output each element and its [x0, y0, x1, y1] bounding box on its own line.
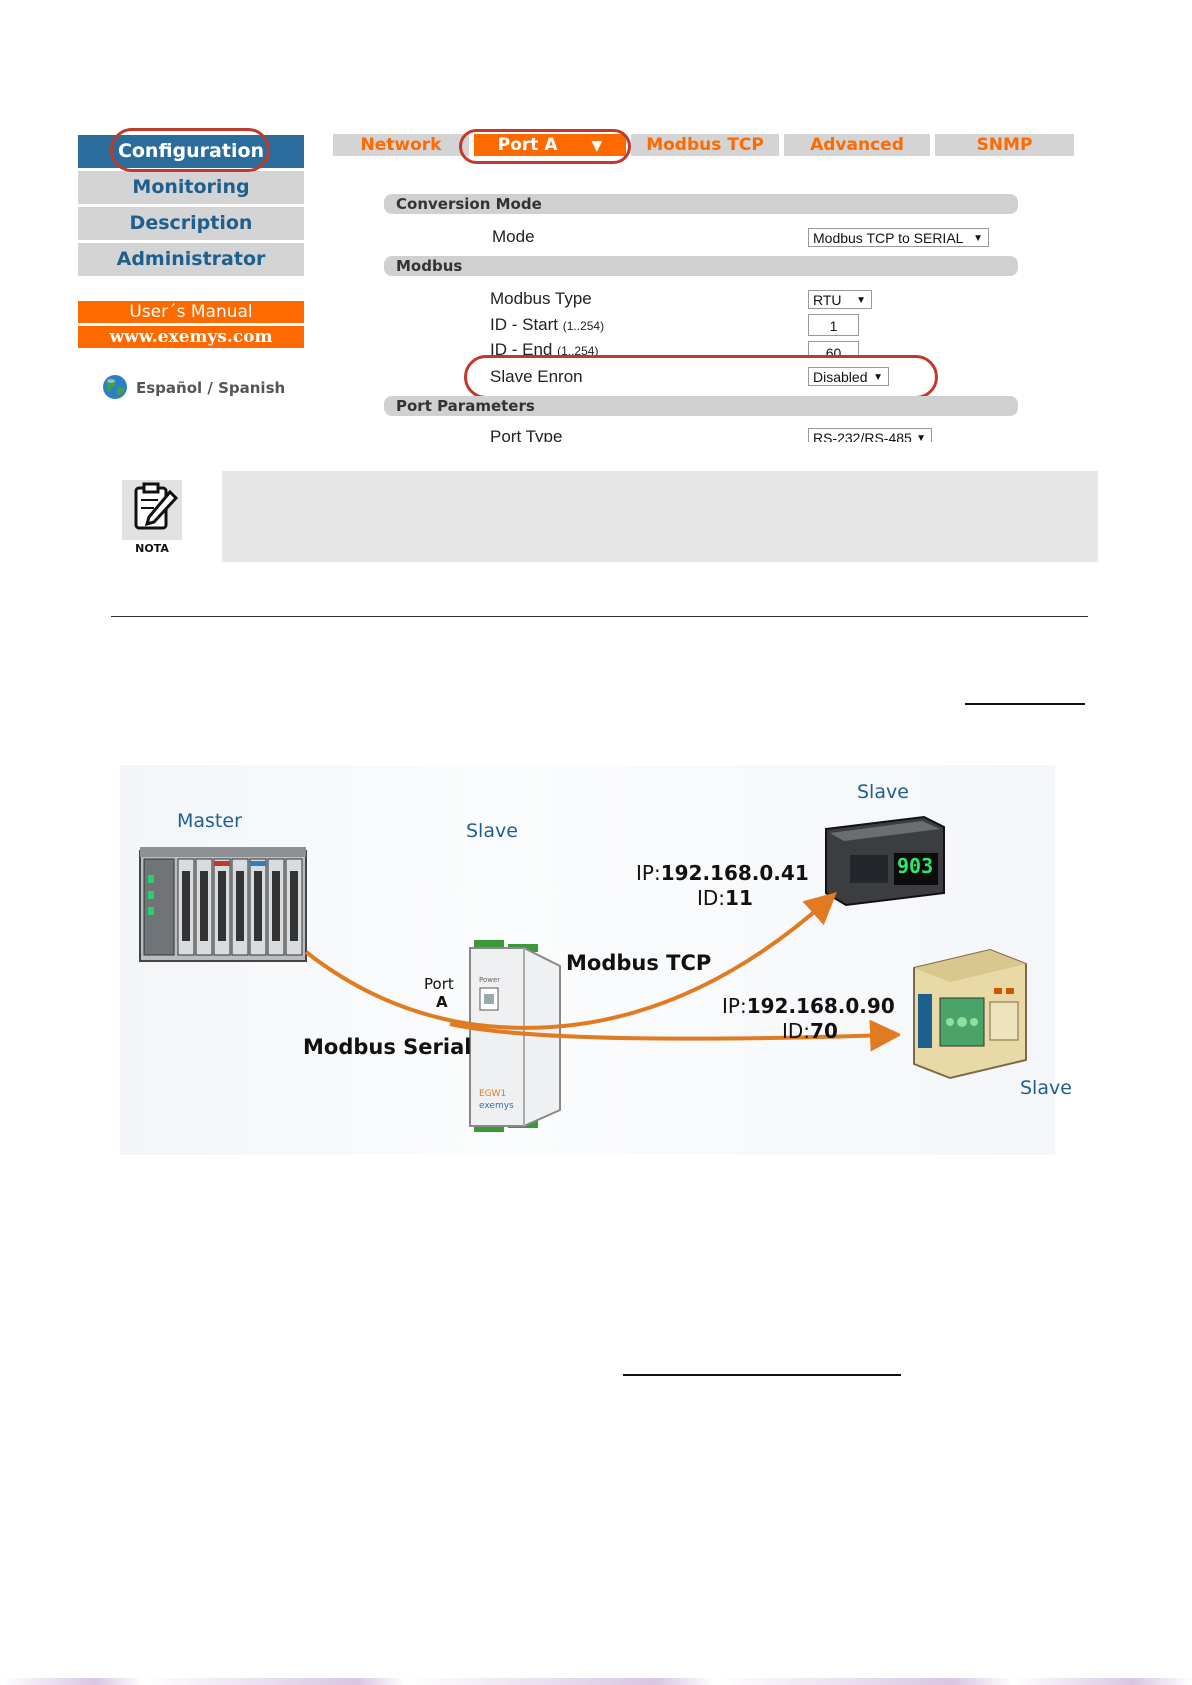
configuration-highlight [110, 128, 270, 172]
dropdown-arrow-icon: ▼ [916, 433, 926, 442]
users-manual-link[interactable]: User´s Manual [78, 301, 304, 323]
id-start-text: ID - Start [490, 315, 559, 334]
section-divider [111, 616, 1088, 617]
tab-snmp[interactable]: SNMP [935, 134, 1074, 156]
id-prefix: ID: [697, 886, 726, 910]
ip-prefix: IP: [722, 994, 747, 1018]
underline-mark-bottom [623, 1374, 901, 1376]
slave1-id: ID:11 [697, 886, 753, 910]
port-type-select[interactable]: RS-232/RS-485 ▼ [808, 428, 932, 442]
underline-mark [965, 703, 1085, 705]
mode-select[interactable]: Modbus TCP to SERIAL ▼ [808, 228, 989, 247]
slave-center-label: Slave [466, 820, 518, 842]
id-end-text: ID - End [490, 340, 553, 358]
port-label: Port [424, 975, 454, 993]
port-type-row-clip: Port Type RS-232/RS-485 ▼ [480, 427, 940, 442]
section-port-parameters: Port Parameters [384, 396, 1018, 416]
slave1-ip-value: 192.168.0.41 [660, 861, 809, 885]
section-modbus: Modbus [384, 256, 1018, 276]
plc-rack-icon [138, 845, 308, 965]
slave2-ip-value: 192.168.0.90 [746, 994, 895, 1018]
slave2-id-value: 70 [810, 1019, 838, 1043]
slave1-id-value: 11 [725, 886, 753, 910]
slave-enron-value: Disabled [813, 369, 868, 385]
tab-port-a-label: Port A [497, 135, 558, 155]
id-prefix: ID: [782, 1019, 811, 1043]
display-reading: 903 [897, 854, 934, 878]
id-start-input[interactable]: 1 [808, 314, 859, 336]
page-bottom-edge [0, 1678, 1192, 1685]
id-start-range: (1..254) [562, 319, 605, 333]
gateway-device-icon [464, 940, 564, 1135]
slave-enron-highlight [464, 355, 938, 399]
modbus-tcp-label: Modbus TCP [566, 951, 712, 975]
slave-top-label: Slave [857, 781, 909, 803]
menu-description[interactable]: Description [78, 207, 304, 240]
slave2-ip: IP:192.168.0.90 [722, 994, 895, 1018]
language-link[interactable]: Español / Spanish [136, 379, 286, 397]
tab-network[interactable]: Network [333, 134, 469, 156]
slave-bottom-label: Slave [1020, 1077, 1072, 1099]
ip-prefix: IP: [636, 861, 661, 885]
notepad-pencil-icon [120, 478, 184, 542]
note-icon-label: NOTA [135, 542, 169, 555]
device-model-label: EGW1 [479, 1089, 507, 1099]
slave1-ip: IP:192.168.0.41 [636, 861, 809, 885]
id-end-row-clip: ID - End (1..254) 60 [480, 340, 900, 358]
small-plc-icon [910, 948, 1030, 1080]
dropdown-arrow-icon: ▼ [973, 233, 983, 244]
modbus-type-select[interactable]: RTU ▼ [808, 290, 872, 309]
tab-advanced[interactable]: Advanced [784, 134, 930, 156]
id-start-label: ID - Start (1..254) [490, 315, 604, 335]
connection-arrows [300, 880, 902, 1060]
master-label: Master [177, 810, 242, 832]
id-end-input[interactable]: 60 [808, 341, 859, 358]
tab-modbus-tcp[interactable]: Modbus TCP [631, 134, 779, 156]
website-link[interactable]: www.exemys.com [78, 326, 304, 348]
mode-select-value: Modbus TCP to SERIAL [813, 230, 964, 246]
note-box [222, 471, 1098, 562]
slave-enron-select[interactable]: Disabled ▼ [808, 367, 889, 386]
menu-monitoring[interactable]: Monitoring [78, 171, 304, 204]
section-conversion-mode: Conversion Mode [384, 194, 1018, 214]
port-type-label: Port Type [490, 427, 563, 442]
mode-label: Mode [492, 227, 535, 246]
dropdown-arrow-icon: ▼ [856, 295, 866, 306]
device-brand-label: exemys [479, 1101, 514, 1111]
dropdown-arrow-icon: ▼ [873, 372, 883, 383]
menu-administrator[interactable]: Administrator [78, 243, 304, 276]
modbus-type-label: Modbus Type [490, 289, 592, 308]
globe-icon[interactable] [102, 374, 128, 400]
slave2-id: ID:70 [782, 1019, 838, 1043]
id-end-range: (1..254) [557, 344, 599, 358]
port-letter: A [436, 993, 448, 1011]
power-led-label: Power [479, 976, 501, 984]
modbus-serial-label: Modbus Serial [303, 1035, 472, 1059]
port-type-value: RS-232/RS-485 [813, 430, 912, 442]
modbus-type-value: RTU [813, 292, 842, 308]
id-end-label: ID - End (1..254) [490, 340, 598, 358]
port-a-highlight [459, 129, 631, 164]
